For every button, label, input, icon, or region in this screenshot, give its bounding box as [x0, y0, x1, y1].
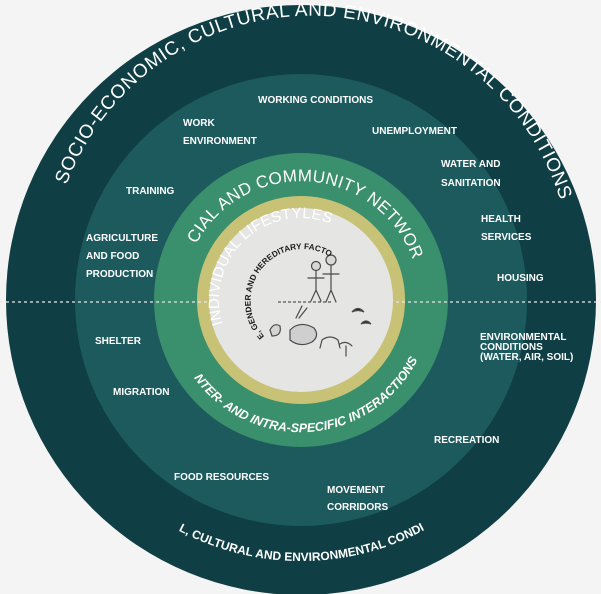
core-illustration — [269, 254, 372, 357]
label-agriculture: AGRICULTURE AND FOOD PRODUCTION — [86, 233, 161, 280]
label-migration: MIGRATION — [113, 387, 169, 398]
label-environmental-conditions: ENVIRONMENTAL CONDITIONS (WATER, AIR, SO… — [480, 332, 573, 363]
label-working-conditions: WORKING CONDITIONS — [258, 95, 373, 106]
inner-core-circle — [209, 208, 393, 392]
label-health-services: HEALTH SERVICES — [481, 214, 532, 243]
label-movement-corridors: MOVEMENT CORRIDORS — [327, 485, 388, 513]
label-recreation: RECREATION — [434, 435, 499, 446]
label-food-resources: FOOD RESOURCES — [174, 472, 269, 483]
label-shelter: SHELTER — [95, 336, 142, 347]
label-work-environment: WORK ENVIRONMENT — [183, 118, 257, 147]
label-training: TRAINING — [126, 186, 175, 197]
label-unemployment: UNEMPLOYMENT — [372, 126, 457, 137]
label-housing: HOUSING — [497, 273, 544, 284]
label-water-sanitation: WATER AND SANITATION — [441, 159, 503, 189]
